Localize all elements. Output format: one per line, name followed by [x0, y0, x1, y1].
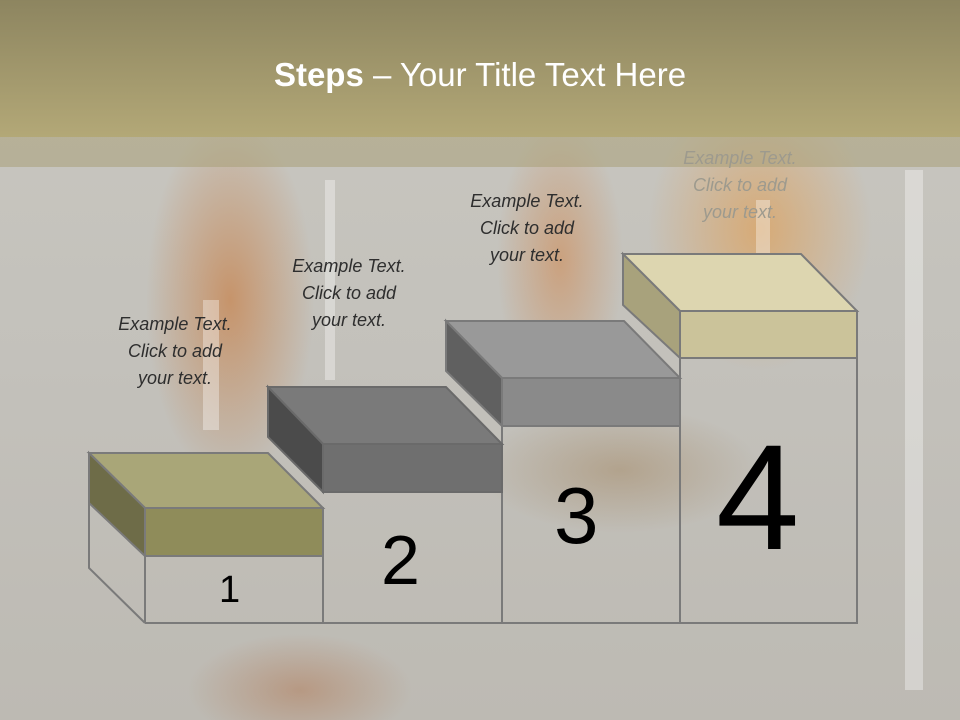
caption-line: your text.	[311, 310, 387, 330]
slide-title[interactable]: Steps – Your Title Text Here	[0, 52, 960, 98]
step-2-caption[interactable]: Example Text. Click to add your text.	[264, 253, 434, 334]
step-1-block[interactable]	[86, 450, 326, 559]
glass-highlight	[905, 170, 923, 690]
title-bar	[0, 0, 960, 137]
title-bar-band	[0, 137, 960, 167]
step-3-caption[interactable]: Example Text. Click to add your text.	[442, 188, 612, 269]
step-2-number: 2	[381, 521, 420, 599]
step-1-number: 1	[219, 569, 241, 611]
glass-highlight	[325, 180, 335, 380]
step-4-block[interactable]	[620, 251, 860, 361]
title-rest: – Your Title Text Here	[363, 56, 687, 93]
caption-line: Click to add	[127, 341, 223, 361]
title-bold: Steps	[273, 56, 364, 93]
caption-line: your text.	[489, 245, 565, 265]
step-4-caption[interactable]: Example Text. Click to add your text.	[655, 145, 825, 226]
caption-line: Example Text.	[683, 148, 797, 168]
glass-highlight	[203, 300, 219, 430]
caption-line: Click to add	[301, 283, 397, 303]
caption-line: your text.	[702, 202, 778, 222]
caption-line: Click to add	[479, 218, 575, 238]
caption-line: Example Text.	[470, 191, 584, 211]
step-2-block[interactable]	[265, 384, 505, 495]
step-3-block[interactable]	[443, 318, 683, 429]
step-4-number: 4	[716, 413, 800, 581]
step-1-caption[interactable]: Example Text. Click to add your text.	[90, 311, 260, 392]
caption-line: Example Text.	[292, 256, 406, 276]
step-3-number: 3	[554, 471, 599, 560]
caption-line: your text.	[137, 368, 213, 388]
caption-line: Example Text.	[118, 314, 232, 334]
staircase-outline	[145, 358, 858, 624]
caption-line: Click to add	[692, 175, 788, 195]
